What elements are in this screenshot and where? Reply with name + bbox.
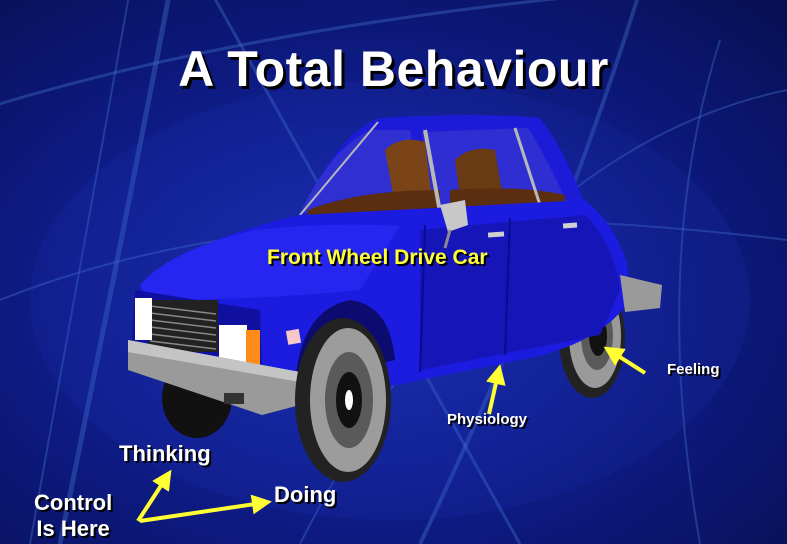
physiology-label: Physiology <box>447 411 528 428</box>
control-label-line1: Control <box>34 490 113 515</box>
arrow-icon <box>136 469 172 523</box>
doing-label: Doing <box>274 482 337 507</box>
thinking-label: Thinking <box>119 441 211 466</box>
arrow-icon <box>139 494 272 523</box>
arrow-icon <box>603 346 647 375</box>
control-label-line2: Is Here <box>36 516 110 541</box>
front-wheel <box>295 318 391 482</box>
slide-title: A Total Behaviour <box>178 41 609 97</box>
feeling-label: Feeling <box>667 361 720 378</box>
arrow-icon <box>486 364 506 415</box>
control-label: Control Is Here <box>34 490 112 542</box>
car-label: Front Wheel Drive Car <box>267 246 488 269</box>
